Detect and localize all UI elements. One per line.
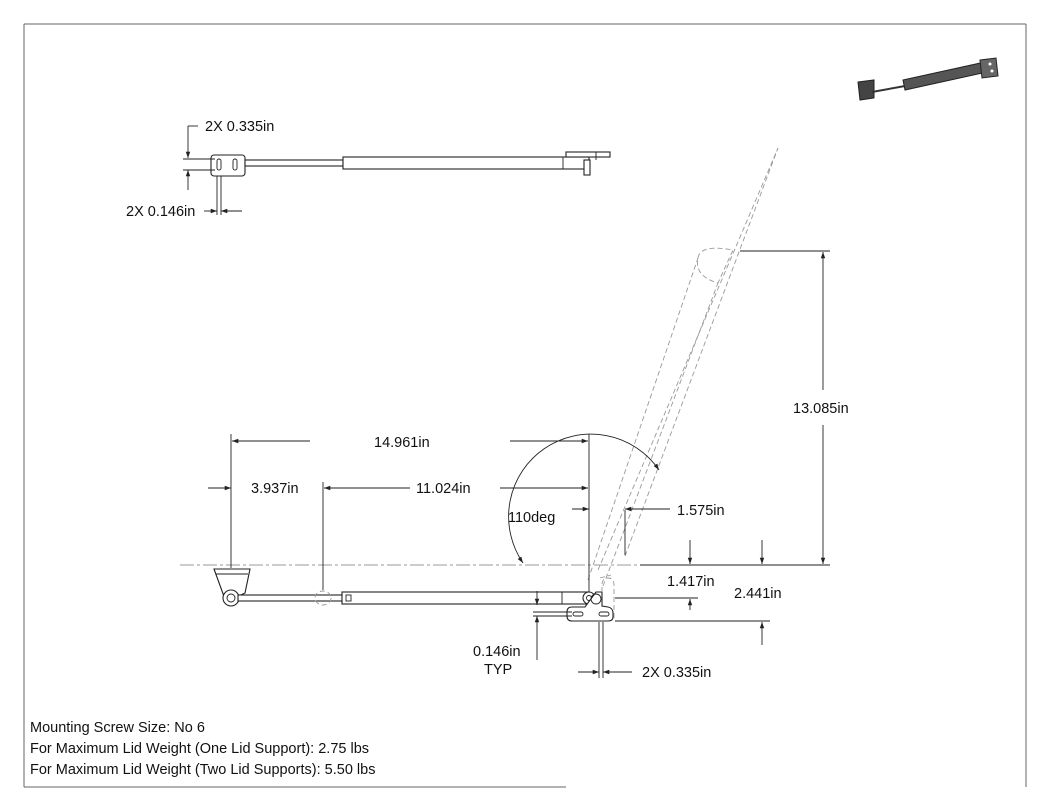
dim-top-hole-spacing: 2X 0.335in bbox=[205, 119, 274, 135]
dim-pivot-height-b: 2.441in bbox=[734, 586, 782, 602]
dim-side-hole-typ: TYP bbox=[484, 662, 512, 678]
dim-lid-height: 13.085in bbox=[793, 401, 849, 417]
note-screw-size: Mounting Screw Size: No 6 bbox=[30, 720, 205, 736]
dim-top-hole-diameter: 2X 0.146in bbox=[126, 204, 195, 220]
dim-total-length: 14.961in bbox=[374, 435, 430, 451]
drawing-frame bbox=[23, 23, 1027, 788]
dim-bottom-hole-spacing: 2X 0.335in bbox=[642, 665, 711, 681]
dimension-lines bbox=[208, 250, 830, 678]
label-bg bbox=[368, 431, 452, 449]
dim-pivot-offset: 1.575in bbox=[677, 503, 725, 519]
note-one-lid-weight: For Maximum Lid Weight (One Lid Support)… bbox=[30, 741, 370, 757]
open-lid-ghost bbox=[587, 147, 779, 587]
isometric-view bbox=[857, 57, 999, 101]
note-two-lid-weight: For Maximum Lid Weight (Two Lid Supports… bbox=[30, 762, 376, 778]
dim-open-angle: 110deg bbox=[508, 510, 555, 526]
dim-stroke-length: 11.024in bbox=[416, 481, 471, 497]
top-view bbox=[183, 125, 611, 215]
dim-bracket-offset: 3.937in bbox=[251, 481, 299, 497]
dim-pivot-height-a: 1.417in bbox=[667, 574, 715, 590]
dim-side-hole-diameter: 0.146in bbox=[473, 644, 521, 660]
side-view bbox=[213, 568, 615, 622]
